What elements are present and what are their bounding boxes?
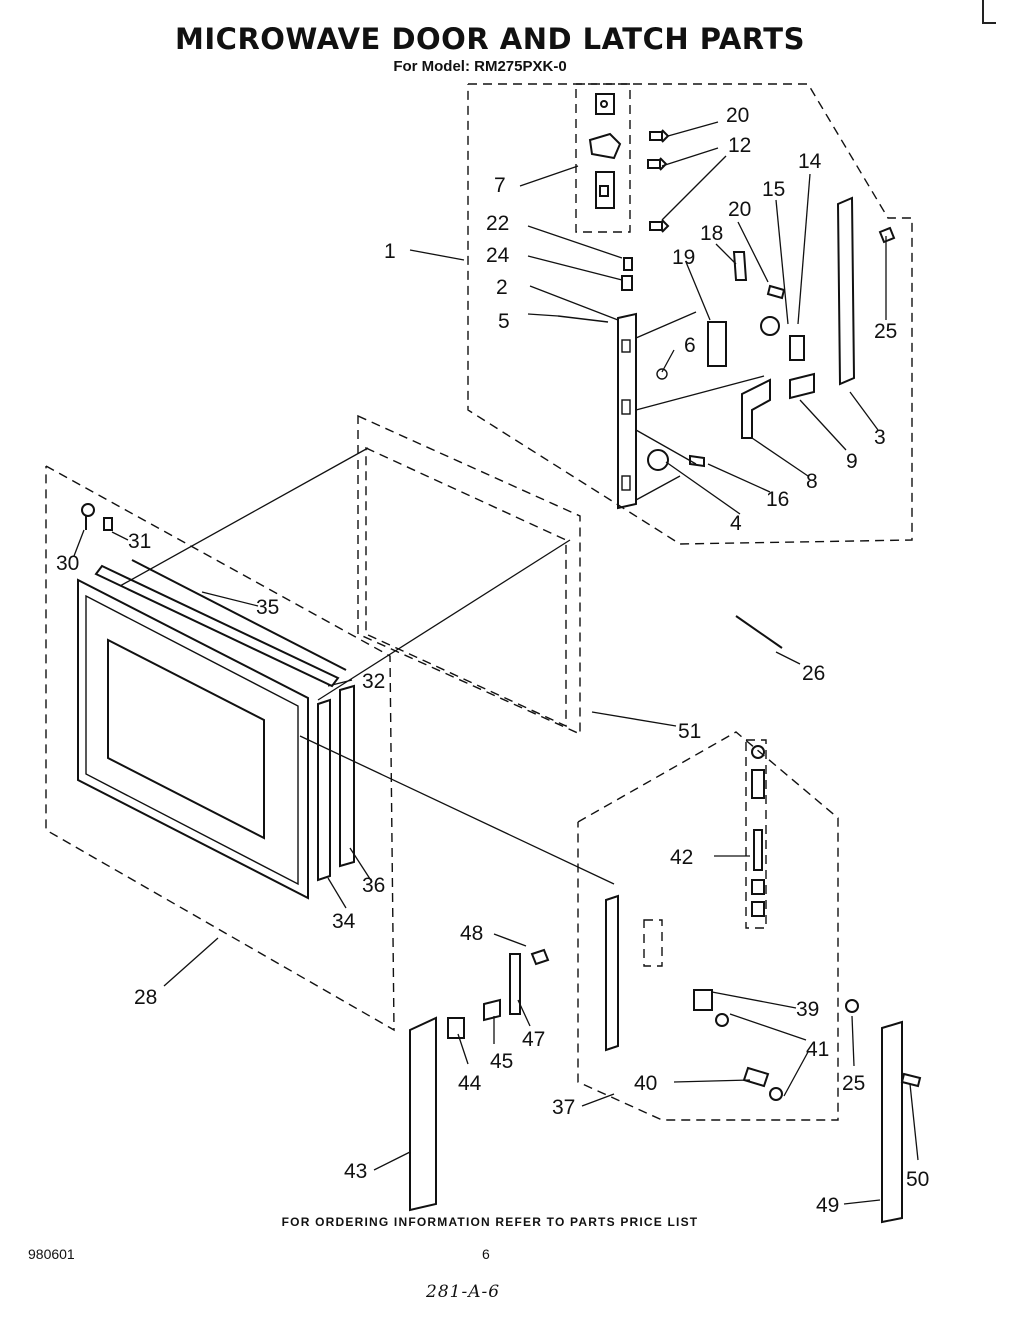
callout-48: 48 <box>460 922 483 945</box>
assembly-lines <box>635 311 765 501</box>
callout-49: 49 <box>816 1194 839 1217</box>
projection-lines <box>119 447 615 885</box>
document-code: 980601 <box>28 1246 75 1262</box>
callout-2: 2 <box>496 276 508 299</box>
roller-4 <box>647 449 669 471</box>
callout-20: 20 <box>726 104 749 127</box>
callout-26: 26 <box>802 662 825 685</box>
model-subtitle: For Model: RM275PXK-0 <box>393 58 567 75</box>
lock-assembly-outline <box>577 731 839 1121</box>
callout-labels: 20 12 14 7 15 20 22 18 1 24 19 2 5 25 6 … <box>56 104 929 1217</box>
choke-seal-51 <box>357 414 581 736</box>
door-inner-border <box>85 594 299 886</box>
callout-51: 51 <box>678 720 701 743</box>
callout-12: 12 <box>728 134 751 157</box>
switch-group-box <box>575 83 631 233</box>
callout-37: 37 <box>552 1096 575 1119</box>
callout-35: 35 <box>256 596 279 619</box>
callout-36: 36 <box>362 874 385 897</box>
callout-31: 31 <box>128 530 151 553</box>
callout-41: 41 <box>806 1038 829 1061</box>
callout-28: 28 <box>134 986 157 1009</box>
callout-30: 30 <box>56 552 79 575</box>
plate-19 <box>707 321 727 367</box>
leader-lines <box>73 121 919 1205</box>
latch-lever-bar <box>617 257 637 510</box>
rod-26 <box>735 615 783 649</box>
ordering-note: FOR ORDERING INFORMATION REFER TO PARTS … <box>281 1215 699 1229</box>
callout-7: 7 <box>494 174 506 197</box>
callout-19: 19 <box>672 246 695 269</box>
page-number: 6 <box>482 1246 490 1262</box>
callout-18: 18 <box>700 222 723 245</box>
handle-43 <box>409 1016 437 1212</box>
door-assembly-outline <box>45 465 395 1032</box>
callout-42: 42 <box>670 846 693 869</box>
callout-24: 24 <box>486 244 510 267</box>
bracket-parts <box>732 251 815 439</box>
screw-5 <box>557 315 609 323</box>
screw-50 <box>900 1072 922 1088</box>
callout-22: 22 <box>486 212 509 235</box>
handwritten-note: 281-A-6 <box>426 1282 501 1302</box>
callout-40: 40 <box>634 1072 657 1095</box>
door-window <box>107 638 265 840</box>
callout-4: 4 <box>730 512 742 535</box>
door-frame <box>77 578 309 900</box>
callout-5: 5 <box>498 310 510 333</box>
door-strips <box>94 559 355 882</box>
callout-32: 32 <box>362 670 385 693</box>
callout-39: 39 <box>796 998 819 1021</box>
callout-25-bottom: 25 <box>842 1072 865 1095</box>
handle-parts <box>447 948 550 1039</box>
callout-47: 47 <box>522 1028 545 1051</box>
callout-6: 6 <box>684 334 696 357</box>
callout-8: 8 <box>806 470 818 493</box>
screw-25-bottom <box>845 999 859 1013</box>
callout-15: 15 <box>762 178 785 201</box>
spring-stack-42 <box>745 739 767 929</box>
callout-43: 43 <box>344 1160 367 1183</box>
callout-50: 50 <box>906 1168 929 1191</box>
latch-body-37 <box>605 894 783 1101</box>
handle-49 <box>881 1020 903 1224</box>
clip-6 <box>656 368 668 380</box>
door-screws <box>81 503 113 531</box>
corner-mark <box>982 0 996 24</box>
screw-16 <box>689 454 705 468</box>
callout-20-second: 20 <box>728 198 751 221</box>
callout-14: 14 <box>798 150 822 173</box>
callout-34: 34 <box>332 910 356 933</box>
switch-icons <box>588 93 622 209</box>
plate-3 <box>836 196 856 386</box>
page-title: MICROWAVE DOOR AND LATCH PARTS <box>175 22 805 56</box>
callout-25-top: 25 <box>874 320 897 343</box>
callout-45: 45 <box>490 1050 513 1073</box>
latch-assembly-outline <box>467 83 913 545</box>
callout-3: 3 <box>874 426 886 449</box>
callout-1: 1 <box>384 240 396 263</box>
screw-25-top <box>878 226 896 244</box>
callout-9: 9 <box>846 450 858 473</box>
callout-16: 16 <box>766 488 789 511</box>
callout-44: 44 <box>458 1072 482 1095</box>
